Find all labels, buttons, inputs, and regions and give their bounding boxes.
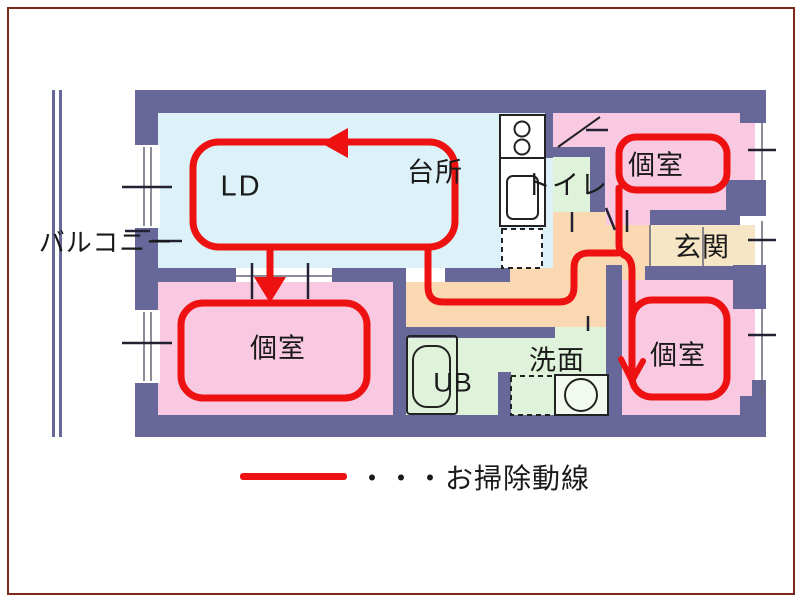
room-toilet-fill (553, 157, 590, 212)
wall-ld-south-c (445, 268, 510, 282)
door-ticks-balcony (125, 229, 182, 243)
wall-top (135, 90, 766, 113)
sink-icon (506, 175, 539, 220)
entrance-divider-lines (649, 225, 704, 266)
laundry-space-outline (510, 375, 557, 416)
label-washroom: 洗面 (529, 345, 585, 376)
route-loop-room-bl (177, 299, 371, 402)
label-toilet: トイレ (524, 170, 608, 201)
label-ld: LD (220, 170, 262, 203)
route-arrow-left-icon (321, 128, 348, 158)
label-room-bottom-right: 個室 (650, 340, 706, 371)
door-ticks-room-bl (250, 263, 310, 299)
wall-room-br-top (645, 266, 740, 280)
route-loop-room-br (628, 296, 731, 401)
bathtub-outline-icon (406, 335, 458, 415)
door-swing-line (557, 116, 601, 148)
legend-label: ・・・お掃除動線 (358, 463, 591, 494)
label-unit-bath: UB (433, 367, 473, 398)
wall-divider-vertical (393, 268, 406, 415)
wall-ld-south-a (158, 268, 236, 282)
wall-right-bottom-corner (740, 396, 766, 437)
washroom-opening-fill (555, 327, 606, 338)
washing-machine-drum-icon (564, 378, 598, 412)
window-left-lower (133, 310, 160, 383)
wall-below-toilet (606, 265, 622, 415)
label-room-bottom-left: 個室 (250, 333, 306, 364)
stove-burner-icon (513, 138, 531, 156)
corridor-kitchen-gap-fill (510, 268, 553, 282)
label-room-top-right: 個室 (628, 150, 684, 181)
image-border-frame (7, 7, 795, 595)
wall-toilet-right (590, 147, 605, 212)
wall-right-top-corner (740, 90, 766, 123)
route-branch-br (615, 184, 636, 380)
legend-route-line (240, 473, 347, 480)
wall-ld-south-b (332, 268, 404, 282)
corridor-door-ticks (570, 207, 629, 232)
route-arrow-down-icon (254, 277, 286, 303)
wall-entrance-top (650, 210, 740, 225)
fridge-space-outline (501, 228, 543, 269)
label-balcony: バルコニー (38, 227, 174, 258)
wall-washroom-stub (498, 372, 511, 415)
wall-bottom (135, 415, 766, 437)
label-kitchen: 台所 (407, 157, 463, 188)
balcony-line-inner (59, 90, 62, 437)
wall-kitchen-toilet (545, 113, 553, 158)
window-pane-left-lower (143, 312, 152, 381)
route-arrow-open-icon (618, 356, 646, 384)
bathtub-icon (412, 345, 451, 408)
wall-toilet-top (553, 147, 590, 157)
route-loop-room-tr (615, 133, 731, 194)
washing-machine-icon (554, 374, 609, 416)
stove-burner-icon (513, 120, 531, 138)
route-corridor (424, 243, 622, 306)
label-entrance: 玄関 (674, 232, 730, 263)
balcony-line-outer (52, 90, 55, 437)
wall-washroom-top (405, 327, 555, 338)
